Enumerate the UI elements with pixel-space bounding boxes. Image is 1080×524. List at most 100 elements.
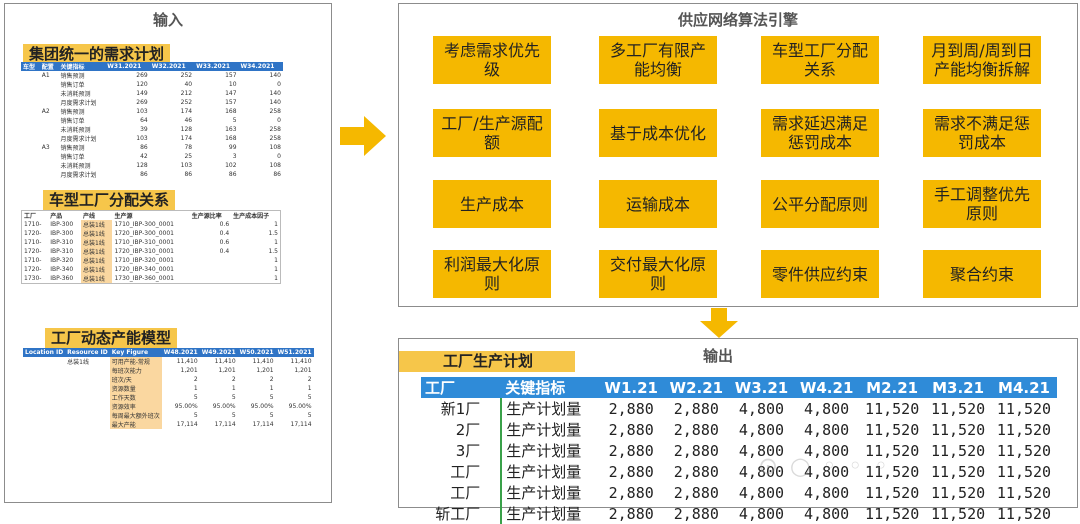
table-cell: 147 — [225, 90, 237, 97]
table-cell: 总装1线 — [81, 247, 113, 256]
algorithm-box: 需求延迟满足惩罚成本 — [761, 109, 879, 157]
table-cell: 销售预测 — [60, 73, 85, 80]
table-cell: 5 — [307, 412, 312, 419]
allocation-title: 车型工厂分配关系 — [43, 190, 176, 210]
table-cell: 11,520 — [930, 420, 986, 439]
column-header: Key Figure — [109, 348, 162, 357]
table-cell — [23, 411, 65, 420]
table-cell: 总装1线 — [81, 229, 113, 238]
table-cell — [40, 161, 59, 170]
table-cell — [23, 366, 65, 375]
table-cell: 4,800 — [804, 441, 850, 460]
algorithm-box: 需求不满足惩罚成本 — [923, 109, 1041, 157]
algorithm-box: 车型工厂分配关系 — [761, 36, 879, 84]
table-cell: IBP-300 — [50, 221, 74, 228]
table-cell — [21, 89, 40, 98]
capacity-title: 工厂动态产能模型 — [45, 328, 178, 348]
table-cell: 1 — [231, 385, 236, 392]
table-cell: 4,800 — [804, 504, 850, 523]
table-cell: 86 — [273, 171, 281, 178]
table-cell: 17,114 — [252, 421, 274, 428]
table-cell: 销售预测 — [60, 145, 85, 152]
table-cell — [21, 71, 40, 80]
demand-plan-title: 集团统一的需求计划 — [23, 44, 171, 64]
table-cell: 108 — [269, 144, 281, 151]
arrow-down-icon — [700, 308, 738, 338]
table-cell: 2 — [269, 376, 274, 383]
table-cell: 5 — [232, 117, 237, 124]
table-cell: 95.00% — [288, 403, 312, 410]
table-cell: 140 — [269, 72, 281, 79]
table-cell: 269 — [136, 72, 148, 79]
table-cell: IBP-310 — [50, 239, 74, 246]
table-cell — [65, 420, 110, 429]
table-cell: 95.00% — [250, 403, 274, 410]
table-cell: 总装1线 — [81, 220, 113, 229]
table-cell: 2 — [231, 376, 236, 383]
table-cell: 1710_IBP-320_0001 — [114, 257, 174, 264]
table-cell: 销售订单 — [60, 118, 85, 125]
input-title: 输入 — [152, 11, 183, 29]
table-cell: 95.00% — [174, 403, 198, 410]
table-cell: 4,800 — [738, 462, 785, 481]
table-cell: 未消耗预测 — [60, 163, 91, 170]
table-cell — [21, 107, 40, 116]
table-cell — [21, 116, 40, 125]
table-cell — [40, 116, 59, 125]
table-cell: 78 — [184, 144, 193, 151]
table-cell: 2,880 — [608, 399, 654, 418]
table-cell: 11,520 — [865, 483, 920, 502]
table-cell: 1720- — [24, 230, 42, 237]
table-cell: 64 — [140, 117, 148, 124]
table-cell: A1 — [41, 72, 50, 79]
table-cell: 128 — [136, 162, 148, 169]
column-header: W49.2021 — [199, 348, 238, 357]
algorithm-box: 工厂/生产源配额 — [433, 109, 551, 157]
table-cell: 1720_IBP-310_0001 — [114, 248, 174, 255]
table-cell: 86 — [140, 144, 148, 151]
table-cell: 212 — [180, 90, 193, 97]
column-header: W33.2021 — [194, 62, 239, 71]
table-cell: IBP-300 — [50, 230, 74, 237]
table-cell: 11,520 — [996, 399, 1052, 418]
algorithm-box: 生产成本 — [433, 180, 551, 228]
table-cell: 1 — [274, 275, 278, 282]
table-cell: A3 — [41, 144, 50, 151]
table-cell: 258 — [269, 135, 281, 142]
table-cell — [65, 402, 110, 411]
table-cell — [21, 134, 40, 143]
table-cell: 168 — [225, 108, 237, 115]
column-header: W51.2021 — [275, 348, 314, 357]
table-cell: 1710- — [24, 257, 42, 264]
table-cell: 1,201 — [256, 367, 274, 374]
table-cell: 1720_IBP-300_0001 — [114, 230, 174, 237]
table-cell: 86 — [228, 171, 237, 178]
table-cell: 174 — [180, 108, 193, 115]
table-cell — [21, 152, 40, 161]
engine-panel: 供应网络算法引擎 考虑需求优先级多工厂有限产能均衡车型工厂分配关系月到周/周到日… — [398, 3, 1078, 307]
column-header: 产线 — [83, 213, 96, 220]
table-cell — [190, 265, 231, 274]
table-cell: 2,880 — [673, 399, 719, 418]
table-cell: A2 — [41, 108, 50, 115]
watermark-icon: ⊙ ○ ◦ ◦ ◦ — [758, 452, 891, 480]
table-cell: 0.6 — [219, 239, 230, 246]
table-cell: 103 — [180, 162, 193, 169]
table-cell: 1 — [307, 385, 312, 392]
table-cell: 1.5 — [268, 248, 278, 255]
column-header: 产品 — [50, 213, 63, 220]
table-cell — [65, 366, 110, 375]
table-cell: 1710- — [24, 239, 42, 246]
algorithm-box: 手工调整优先原则 — [923, 180, 1041, 228]
